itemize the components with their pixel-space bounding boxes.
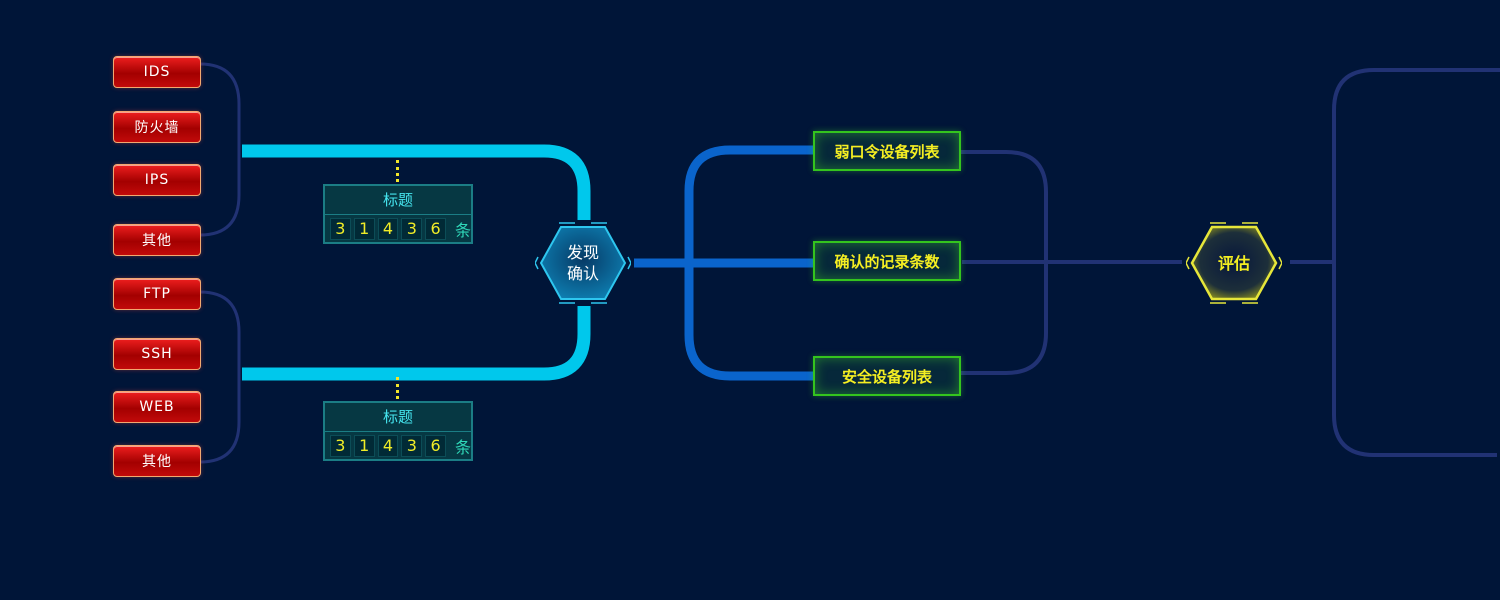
source-tag-firewall[interactable]: 防火墙 [113,111,201,143]
counter-digit: 3 [401,435,423,457]
counter-digit: 4 [377,435,399,457]
weak-password-device-list[interactable]: 弱口令设备列表 [813,131,961,171]
counter-digit: 3 [330,435,351,457]
counter-top-stem [396,160,399,182]
source-tag-other-bottom[interactable]: 其他 [113,445,201,477]
counter-digit: 3 [330,218,351,240]
confirmed-record-count[interactable]: 确认的记录条数 [813,241,961,281]
bracket-top [199,62,241,237]
counter-digit: 3 [401,218,423,240]
source-tag-ips[interactable]: IPS [113,164,201,196]
hexagon-icon [1186,222,1282,304]
counter-digits: 3 1 4 3 6 条 [325,432,471,460]
counter-title: 标题 [325,186,471,215]
security-device-list[interactable]: 安全设备列表 [813,356,961,396]
feed-line-top [242,144,591,220]
counter-bottom-stem [396,377,399,399]
discover-confirm-node[interactable]: 发现 确认 [535,221,631,305]
assess-label: 评估 [1217,253,1250,273]
counter-title: 标题 [325,403,471,432]
source-tag-ids[interactable]: IDS [113,56,201,88]
output-bracket [1332,68,1500,457]
counter-box-bottom: 标题 3 1 4 3 6 条 [323,401,473,461]
source-tag-web[interactable]: WEB [113,391,201,423]
feed-line-bottom [242,306,591,381]
source-tag-ftp[interactable]: FTP [113,278,201,310]
hexagon-icon [535,222,631,304]
counter-digit: 1 [353,435,375,457]
counter-box-top: 标题 3 1 4 3 6 条 [323,184,473,244]
counter-unit: 条 [454,221,471,240]
counter-unit: 条 [454,438,471,457]
counter-digit: 6 [425,218,446,240]
assess-node[interactable]: 评估 [1186,221,1282,305]
counter-digit: 6 [425,435,446,457]
counter-digit: 1 [353,218,375,240]
bracket-bottom [199,290,241,464]
source-tag-other-top[interactable]: 其他 [113,224,201,256]
branch-bracket [684,145,814,381]
discover-confirm-label: 发现 确认 [566,243,599,283]
counter-digit: 4 [377,218,399,240]
counter-digits: 3 1 4 3 6 条 [325,215,471,243]
source-tag-ssh[interactable]: SSH [113,338,201,370]
